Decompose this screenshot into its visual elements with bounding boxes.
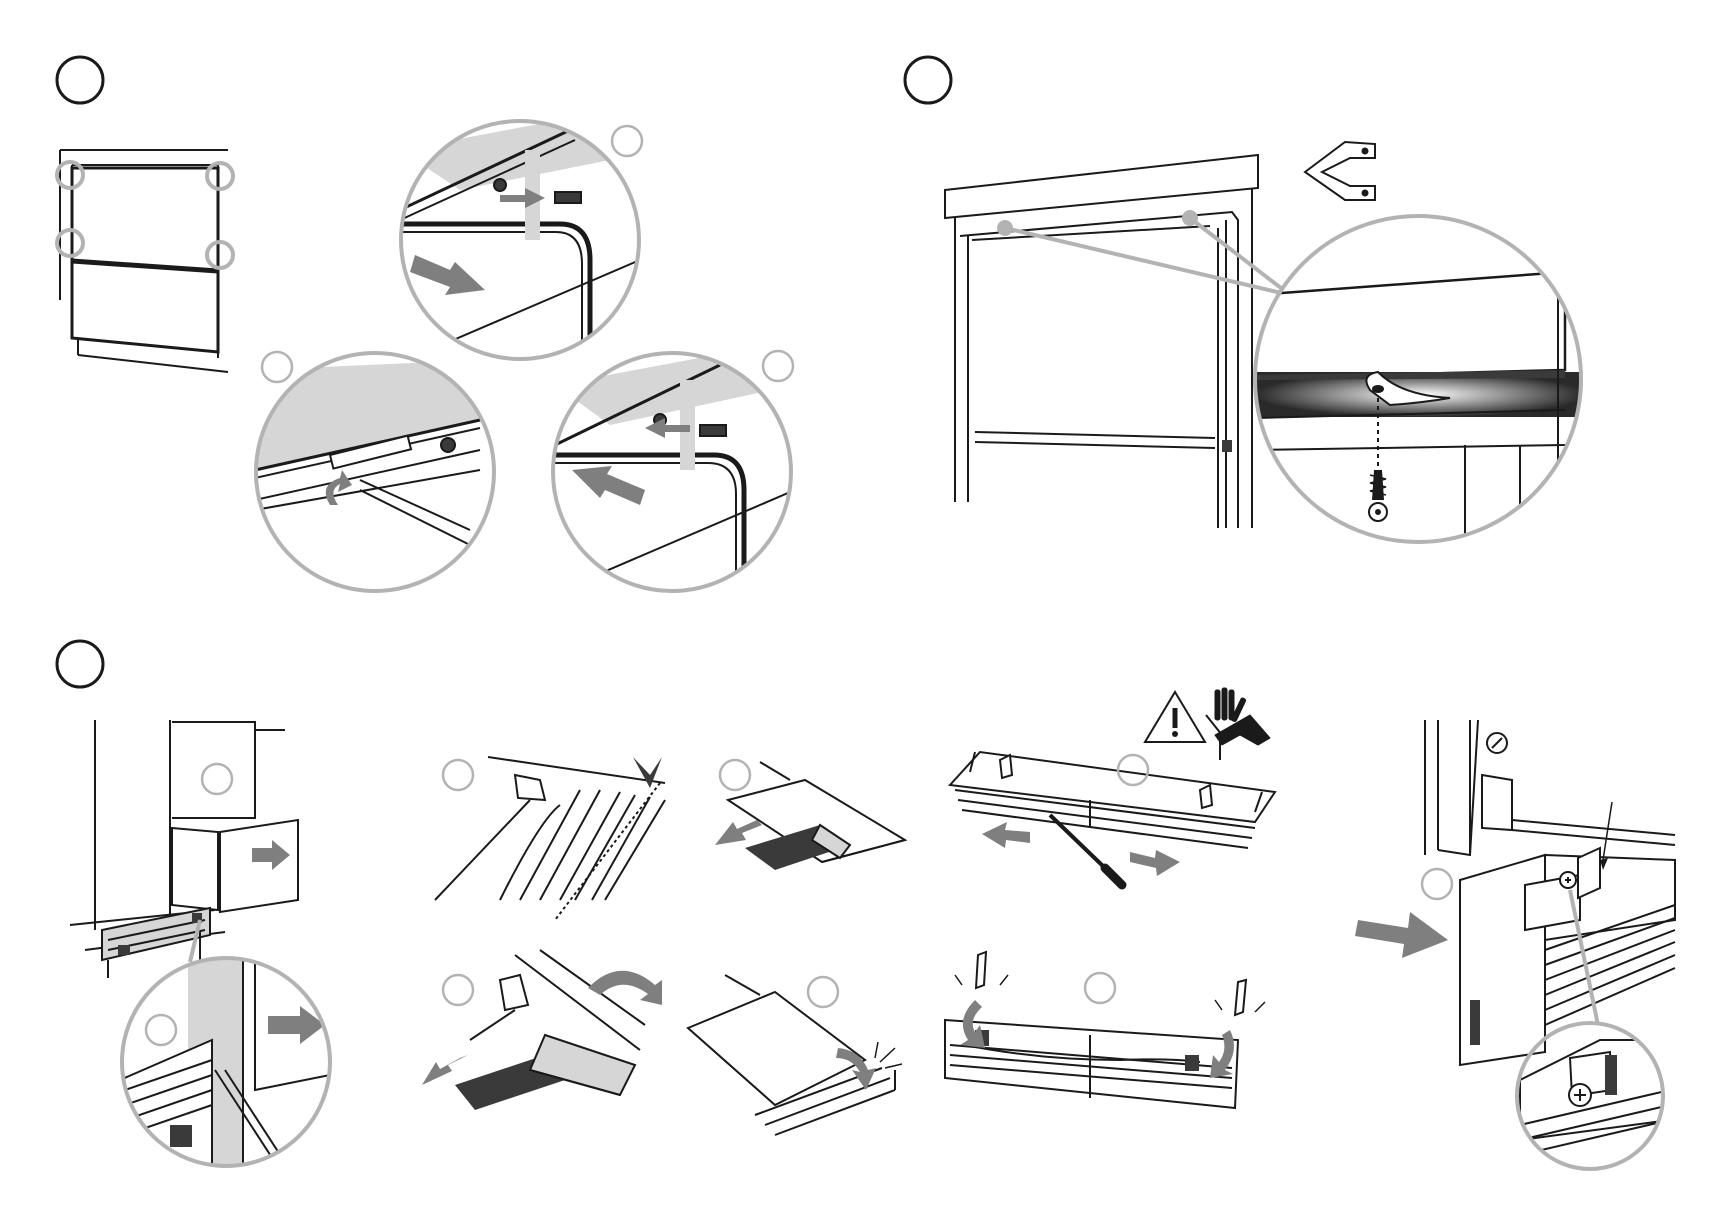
- plinth-install: [1425, 720, 1675, 1065]
- cabinet-top-frame: [945, 155, 1258, 528]
- drawer-label-circle: [202, 764, 232, 794]
- direction-arrow-icon: [572, 466, 645, 505]
- detail-rotate-lever: [255, 352, 494, 591]
- detail-push-back-slide: [553, 351, 795, 591]
- latch-points: [57, 162, 233, 268]
- plinth-profile-cut: [435, 757, 665, 920]
- plinth-fold-tabs: [945, 952, 1246, 1108]
- direction-arrow-icon: [982, 822, 1030, 848]
- step-1: [57, 57, 795, 591]
- click-snap-icon: [875, 1042, 902, 1068]
- sub-label-circle: [1085, 973, 1115, 1003]
- rotate-arrow-icon: [588, 971, 662, 1005]
- detail-label-circle: [612, 126, 642, 156]
- direction-arrow-icon: [715, 820, 762, 845]
- detail-release-front-slide: [400, 120, 660, 359]
- warning-triangle-icon: [1145, 692, 1205, 742]
- detail-plinth-screw: [1517, 1023, 1670, 1169]
- cabinet-front-overview: [60, 150, 228, 372]
- step-3: [57, 641, 1675, 1170]
- click-snap-icon: [955, 975, 1265, 1012]
- step-2: [905, 57, 1585, 550]
- detail-label-circle: [262, 352, 292, 382]
- direction-arrow-icon: [410, 255, 485, 295]
- direction-arrow-icon: [1355, 912, 1448, 958]
- callout-leader-line: [1570, 890, 1598, 1025]
- detail-label-circle: [146, 1015, 176, 1045]
- detail-plinth-clip: [120, 955, 330, 1170]
- direction-arrow-icon: [422, 1055, 468, 1085]
- sub-label-circle: [443, 975, 473, 1005]
- seal-strip-slide: [728, 762, 905, 870]
- step-2-number-circle: [905, 57, 951, 103]
- detail-label-circle: [763, 351, 793, 381]
- bracket-clip-icon: [1305, 142, 1375, 200]
- detail-bracket-screw: [1255, 210, 1585, 550]
- cut-hand-glove-icon: [1206, 688, 1270, 760]
- sub-label-circle: [1422, 869, 1452, 899]
- direction-arrow-icon: [1130, 850, 1180, 876]
- cut-marker-icon: [633, 757, 662, 788]
- sub-label-circle: [808, 977, 838, 1007]
- seal-snap-in: [688, 975, 895, 1135]
- direction-arrow-icon: [252, 840, 290, 870]
- rotate-arrow-icon: [326, 470, 352, 505]
- step-3-number-circle: [57, 641, 103, 687]
- sub-label-circle: [443, 760, 473, 790]
- callout-leader-lines: [999, 212, 1290, 295]
- step-1-number-circle: [57, 57, 103, 103]
- sub-label-circle: [720, 760, 750, 790]
